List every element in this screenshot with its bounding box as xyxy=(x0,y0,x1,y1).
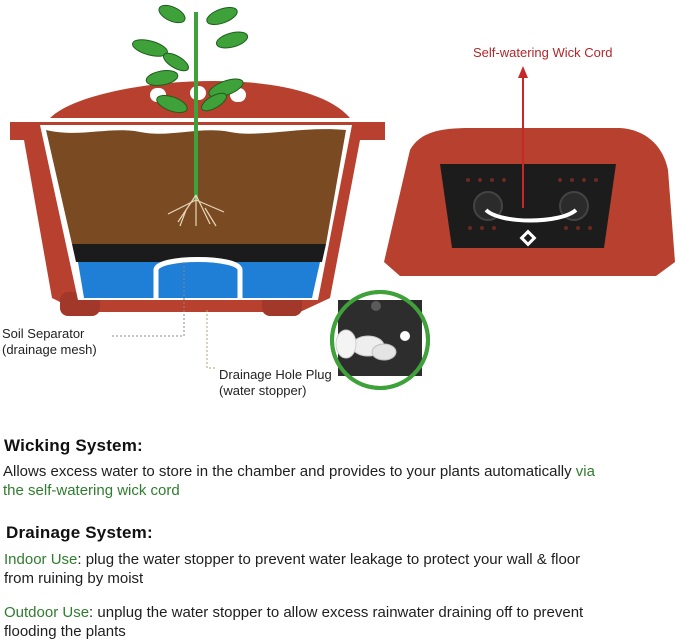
drainage-outdoor-description: Outdoor Use: unplug the water stopper to… xyxy=(4,603,679,641)
soil-separator-label-line2: (drainage mesh) xyxy=(2,342,97,357)
water-reservoir xyxy=(78,262,320,298)
wicking-text-main: Allows excess water to store in the cham… xyxy=(3,463,576,480)
wick-cord-label: Self-watering Wick Cord xyxy=(473,45,613,60)
reservoir-bottom-view xyxy=(384,66,675,276)
drainage-system-title: Drainage System: xyxy=(6,523,153,542)
planter-cross-section xyxy=(10,4,385,369)
wick-cord-arch xyxy=(153,257,243,298)
outdoor-use-label: Outdoor Use xyxy=(4,604,90,621)
plug-guide xyxy=(206,310,216,369)
wicking-system-description: Allows excess water to store in the cham… xyxy=(3,462,679,500)
wicking-system-title: Wicking System: xyxy=(4,436,143,455)
drainage-plug-inset xyxy=(330,290,430,390)
indoor-use-label: Indoor Use xyxy=(4,551,78,568)
plant-leaves xyxy=(132,4,249,114)
soil-separator-label: Soil Separator (drainage mesh) xyxy=(2,326,97,358)
outdoor-use-text-2: flooding the plants xyxy=(4,623,126,640)
plant-roots xyxy=(167,194,225,227)
outdoor-use-text-1: : unplug the water stopper to allow exce… xyxy=(89,604,584,621)
drainage-indoor-description: Indoor Use: plug the water stopper to pr… xyxy=(4,550,679,588)
wicking-text-green-2: the self-watering wick cord xyxy=(3,482,180,499)
soil-separator-mesh xyxy=(72,244,326,262)
soil-separator-guide xyxy=(112,262,185,337)
wick-cord xyxy=(484,208,578,223)
planter-diagram xyxy=(10,4,675,390)
drainage-plug-label: Drainage Hole Plug (water stopper) xyxy=(219,367,332,399)
reservoir-mesh xyxy=(440,164,616,248)
wicking-text-green-1: via xyxy=(575,463,595,480)
soil-separator-label-line1: Soil Separator xyxy=(2,326,85,341)
indoor-use-text-1: : plug the water stopper to prevent wate… xyxy=(77,551,581,568)
indoor-use-text-2: from ruining by moist xyxy=(4,570,144,587)
drainage-plug-label-line1: Drainage Hole Plug xyxy=(219,367,332,382)
drainage-plug-label-line2: (water stopper) xyxy=(219,383,307,398)
